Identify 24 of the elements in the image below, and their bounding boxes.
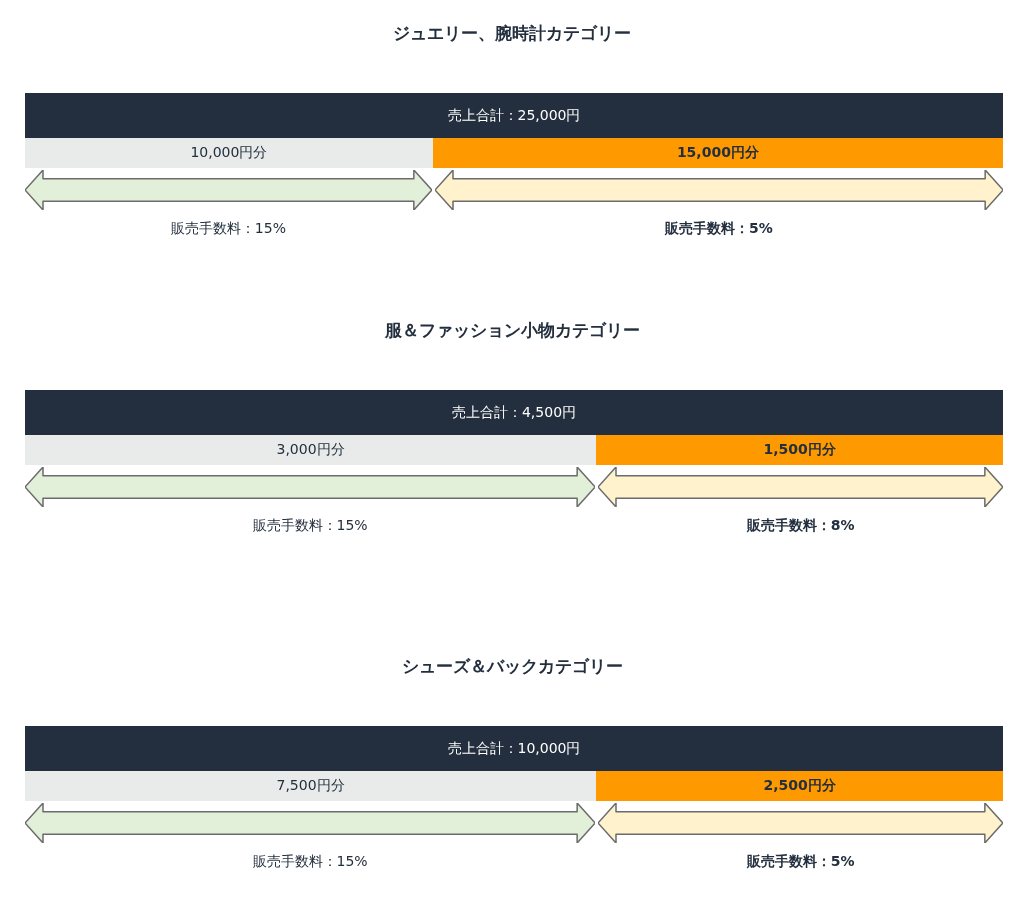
total-sales-bar: 売上合計：25,000円 [25,93,1003,138]
double-arrow [25,170,432,210]
double-arrow [598,803,1003,843]
fee-label: 販売手数料：5% [745,853,856,871]
section-heading: ジュエリー、腕時計カテゴリー [392,22,632,45]
sales-portion-bar: 7,500円分 [25,771,597,801]
fee-label: 販売手数料：15% [251,853,369,871]
total-sales-bar: 売上合計：10,000円 [25,726,1003,771]
section-heading: 服＆ファッション小物カテゴリー [383,319,641,342]
sales-portion-bar: 10,000円分 [25,138,433,168]
double-arrow [25,803,596,843]
sales-portion-bar: 3,000円分 [25,435,597,465]
section-heading: シューズ＆バックカテゴリー [400,655,624,678]
double-arrow [25,467,596,507]
sales-portion-bar: 2,500円分 [596,771,1003,801]
sales-portion-bar: 15,000円分 [432,138,1003,168]
sales-portion-bar: 1,500円分 [596,435,1003,465]
total-sales-bar: 売上合計：4,500円 [25,390,1003,435]
fee-label: 販売手数料：5% [664,220,774,238]
fee-label: 販売手数料：15% [169,220,287,238]
fee-label: 販売手数料：8% [745,517,856,535]
double-arrow [598,467,1003,507]
fee-label: 販売手数料：15% [251,517,369,535]
double-arrow [434,170,1003,210]
